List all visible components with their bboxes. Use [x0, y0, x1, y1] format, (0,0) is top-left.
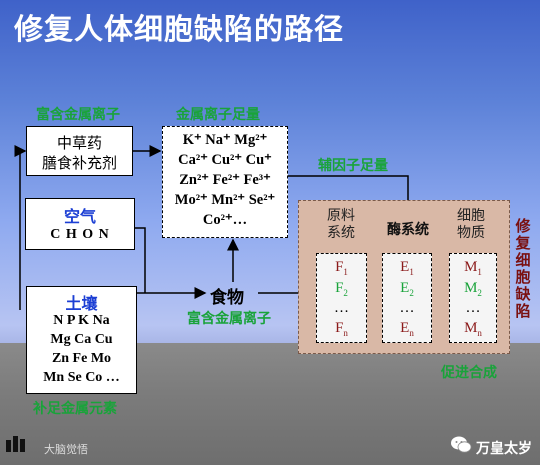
food-label: 食物 — [210, 288, 244, 308]
soil-row: N P K Na — [53, 313, 110, 328]
food-caption: 富含金属离子 — [187, 311, 271, 327]
raw-item-1: F1 — [335, 259, 348, 277]
repair-defect-vertical-label: 修复细胞缺陷 — [515, 217, 531, 320]
ions-caption: 金属离子足量 — [176, 107, 260, 123]
brain-logo-icon — [4, 434, 28, 454]
raw-system-header: 原料 系统 — [327, 208, 355, 241]
cell-item-2: M2 — [464, 280, 482, 298]
cell-item-dots: … — [465, 300, 481, 316]
cofactor-label: 辅因子足量 — [318, 158, 388, 174]
raw-system-box: F1 F2 … Fn — [316, 253, 367, 343]
ions-row: Ca²⁺ Cu²⁺ Cu⁺ — [178, 152, 272, 168]
soil-box: 土壤 N P K Na Mg Ca Cu Zn Fe Mo Mn Se Co … — [26, 286, 137, 394]
cell-matter-header: 细胞 物质 — [457, 208, 485, 241]
cell-matter-box: M1 M2 … Mn — [449, 253, 497, 343]
air-elements: C H O N — [50, 227, 110, 242]
enzyme-system-header: 酶系统 — [387, 222, 429, 238]
herb-line1: 中草药 — [56, 134, 102, 152]
watermark-right: 万皇太岁 — [476, 441, 532, 457]
enzyme-item-1: E1 — [400, 259, 414, 277]
raw-item-n: Fn — [335, 320, 348, 338]
metal-ions-box: K⁺ Na⁺ Mg²⁺ Ca²⁺ Cu²⁺ Cu⁺ Zn²⁺ Fe²⁺ Fe³⁺… — [162, 126, 288, 238]
raw-item-dots: … — [334, 300, 349, 316]
raw-item-2: F2 — [335, 280, 348, 298]
soil-row: Zn Fe Mo — [51, 351, 112, 366]
herb-line2: 膳食补充剂 — [41, 154, 117, 172]
soil-heading: 土壤 — [65, 294, 98, 313]
cell-item-1: M1 — [464, 259, 482, 277]
enzyme-item-2: E2 — [400, 280, 414, 298]
herb-caption: 富含金属离子 — [36, 107, 120, 123]
page-title: 修复人体细胞缺陷的路径 — [14, 12, 345, 46]
cell-item-n: Mn — [464, 320, 482, 338]
ions-row: Mo²⁺ Mn²⁺ Se²⁺ — [174, 192, 276, 208]
enzyme-system-box: E1 E2 … En — [382, 253, 432, 343]
ions-row: Zn²⁺ Fe²⁺ Fe³⁺ — [179, 172, 271, 188]
soil-row: Mg Ca Cu — [50, 332, 113, 347]
ions-row: K⁺ Na⁺ Mg²⁺ — [182, 132, 268, 148]
air-box: 空气 C H O N — [25, 198, 135, 250]
enzyme-item-n: En — [400, 320, 414, 338]
soil-caption: 补足金属元素 — [33, 401, 117, 417]
herb-box: 中草药 膳食补充剂 — [26, 126, 133, 176]
ions-row: Co²⁺… — [202, 212, 248, 228]
watermark-left: 大脑觉悟 — [44, 443, 88, 456]
soil-row: Mn Se Co … — [43, 370, 120, 385]
promote-synthesis-label: 促进合成 — [441, 365, 497, 381]
air-heading: 空气 — [63, 207, 96, 226]
wechat-icon — [450, 435, 472, 455]
enzyme-item-dots: … — [399, 300, 415, 316]
